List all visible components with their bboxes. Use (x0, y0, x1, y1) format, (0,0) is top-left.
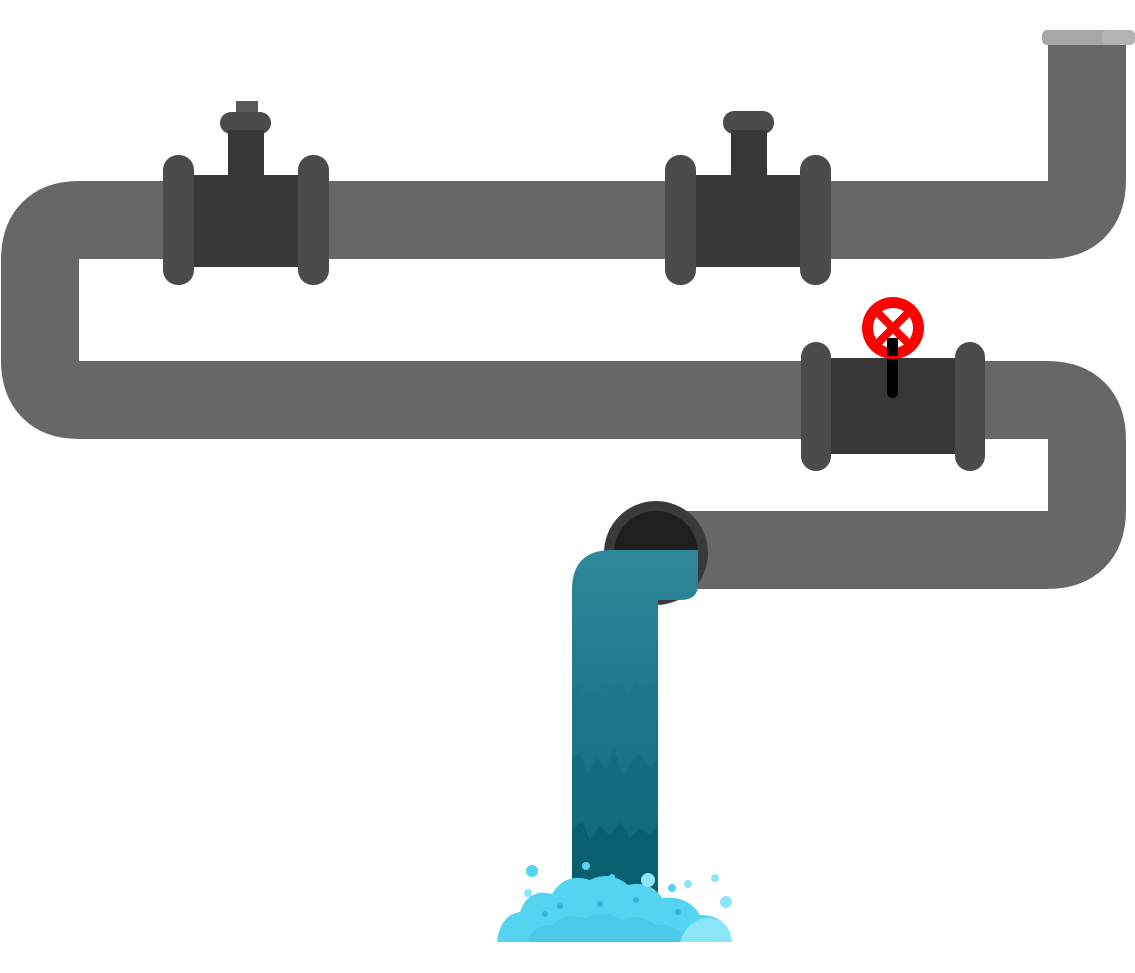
valve-body (801, 340, 985, 471)
red-handwheel-closed-icon[interactable] (862, 297, 924, 359)
pipe (1, 40, 1126, 589)
pipe-coupling-icon (163, 101, 329, 285)
water-splash-icon (497, 862, 732, 942)
pipe-cap-shade (1102, 30, 1135, 45)
water-stream-icon (572, 550, 698, 905)
pipe-coupling-icon (665, 111, 831, 285)
